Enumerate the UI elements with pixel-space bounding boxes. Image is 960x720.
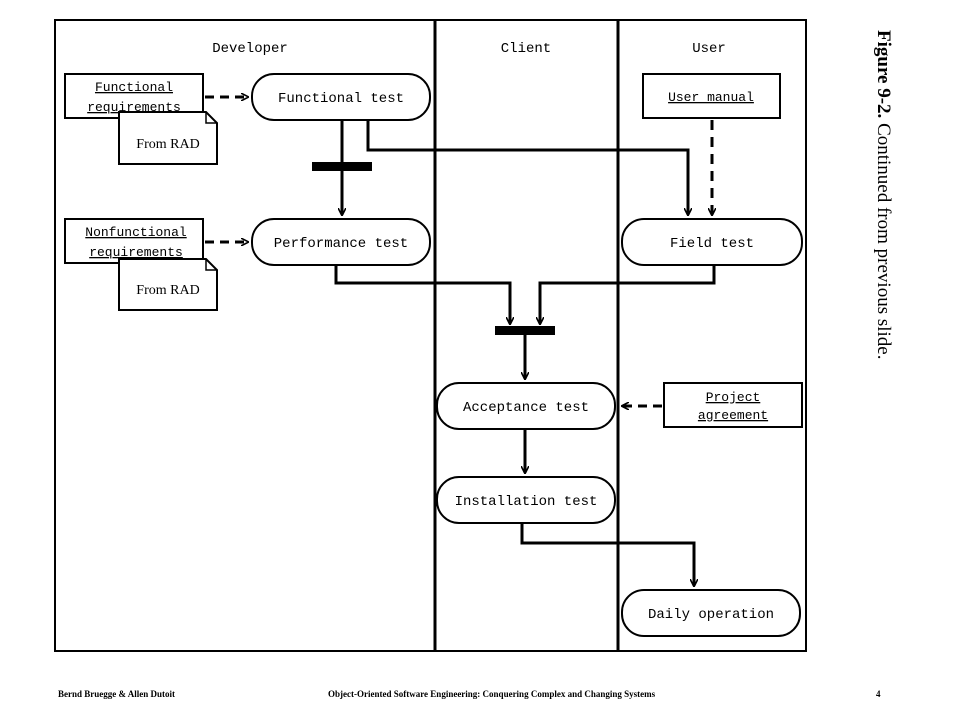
flow-installation-test-to-daily-operation <box>520 523 694 586</box>
object-nonfunctional-requirements <box>64 218 204 264</box>
object-functional-requirements-line1: Functional <box>95 80 173 95</box>
note-from-rad-2-fold <box>205 259 217 271</box>
fork-bar-upper <box>312 162 372 171</box>
object-nonfunctional-requirements-line1: Nonfunctional <box>85 225 187 240</box>
note-from-rad-1-fold <box>205 112 217 124</box>
swimlane-developer-header: Developer <box>212 41 288 57</box>
activity-field-test <box>621 218 803 266</box>
footer-authors: Bernd Bruegge & Allen Dutoit <box>58 689 175 699</box>
figure-caption-text: Continued from previous slide. <box>873 118 894 360</box>
object-project-agreement-line1: Project <box>706 390 761 405</box>
activity-daily-operation <box>621 589 801 637</box>
note-from-rad-1 <box>118 111 218 165</box>
activity-performance-test <box>251 218 431 266</box>
activity-daily-operation-label: Daily operation <box>648 607 774 623</box>
object-project-agreement-line2: agreement <box>698 408 768 423</box>
note-from-rad-1-text: From RAD <box>136 137 199 152</box>
object-project-agreement <box>663 382 803 428</box>
note-from-rad-2 <box>118 258 218 311</box>
figure-caption-label: Figure 9-2. <box>873 30 894 119</box>
activity-functional-test-label: Functional test <box>278 91 404 107</box>
activity-installation-test-label: Installation test <box>455 494 598 510</box>
footer-book-title: Object-Oriented Software Engineering: Co… <box>328 689 656 699</box>
footer-page-number: 4 <box>876 689 881 699</box>
object-user-manual <box>642 73 781 119</box>
object-functional-requirements <box>64 73 204 119</box>
note-from-rad-2-text: From RAD <box>136 283 199 298</box>
object-nonfunctional-requirements-line2: requirements <box>89 245 183 260</box>
activity-performance-test-label: Performance test <box>274 236 408 252</box>
activity-acceptance-test-label: Acceptance test <box>463 400 589 416</box>
diagram-frame <box>54 19 807 652</box>
activity-field-test-label: Field test <box>670 236 754 252</box>
figure-caption: Figure 9-2. Continued from previous slid… <box>872 30 894 359</box>
activity-installation-test <box>436 476 616 524</box>
object-user-manual-label: User manual <box>668 90 754 105</box>
flow-field-test-to-join <box>540 265 716 324</box>
flow-performance-test-to-join <box>334 265 510 324</box>
swimlane-client-header: Client <box>501 41 551 57</box>
flow-functional-test-to-field-test <box>366 120 688 215</box>
swimlane-user-header: User <box>692 41 726 57</box>
join-bar <box>495 326 555 335</box>
